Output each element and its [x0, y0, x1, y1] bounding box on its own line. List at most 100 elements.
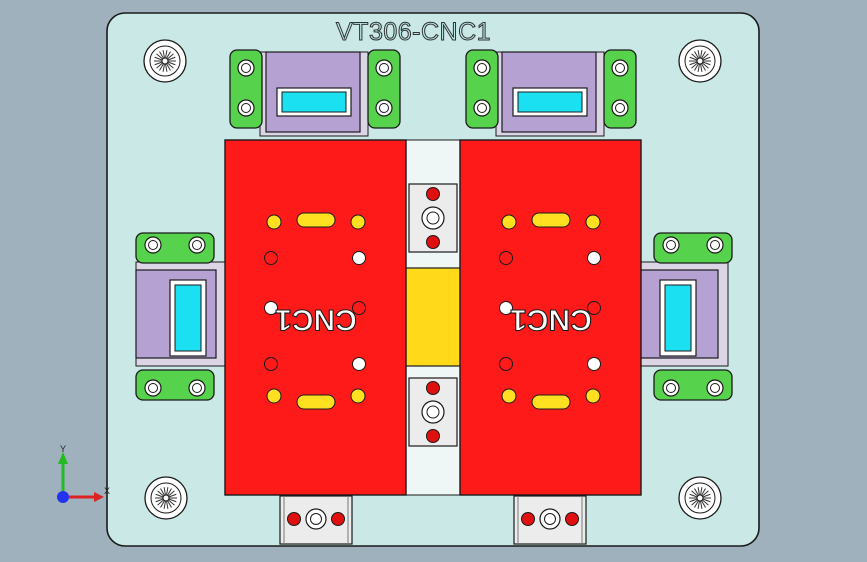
screw-knurl [155, 493, 164, 498]
pin-hole-icon [352, 301, 366, 315]
bushing-bore-icon [544, 513, 556, 525]
screw-knurl [167, 490, 175, 497]
side-clamp-left-window [174, 284, 202, 352]
screw-knurl [689, 493, 698, 498]
screw-knurl [697, 500, 700, 509]
screw-knurl [167, 499, 175, 506]
screw-knurl [166, 487, 169, 496]
bolt-bore-icon [615, 63, 625, 73]
screw-knurl [166, 51, 171, 59]
screw-knurl [701, 53, 709, 60]
screw-knurl [697, 63, 700, 72]
pin-hole-icon [585, 214, 601, 230]
red-plate-1 [224, 139, 407, 496]
screw-knurl [154, 56, 163, 61]
screw-knurl [157, 490, 165, 497]
pin-hole-icon [287, 512, 301, 526]
screw-knurl [697, 50, 700, 59]
bolt-bore-icon [241, 103, 251, 113]
pin-hole-icon [264, 301, 278, 315]
screw-knurl [167, 61, 176, 66]
pin-hole-icon [352, 357, 366, 371]
screw-knurl [702, 56, 711, 61]
bolt-bore-icon [615, 103, 625, 113]
pin-hole-icon [426, 187, 440, 201]
top-clamp-left-window [281, 91, 347, 113]
bolt-bore-icon [379, 63, 389, 73]
screw-knurl [165, 63, 168, 72]
pin-hole-icon [499, 301, 513, 315]
screw-center [162, 494, 170, 502]
slot-hole-icon [531, 212, 571, 228]
screw-knurl [155, 498, 164, 503]
screw-knurl [689, 498, 698, 503]
screw-knurl [168, 498, 177, 503]
screw-knurl [166, 53, 174, 60]
screw-knurl [701, 490, 709, 497]
screw-knurl [166, 63, 171, 71]
bolt-bore-icon [148, 240, 158, 250]
screw-knurl [700, 487, 703, 496]
screw-knurl [163, 500, 166, 509]
screw-knurl [694, 51, 699, 59]
screw-knurl [166, 62, 174, 69]
pin-hole-icon [499, 357, 513, 371]
bushing-bore-icon [310, 513, 322, 525]
pin-hole-icon [501, 214, 517, 230]
bolt-bore-icon [710, 240, 720, 250]
slot-hole-icon [531, 394, 571, 410]
screw-knurl [154, 61, 163, 66]
bolt-bore-icon [241, 63, 251, 73]
pin-hole-icon [426, 235, 440, 249]
screw-knurl [160, 500, 165, 508]
screw-knurl [700, 63, 703, 72]
screw-knurl [701, 51, 706, 59]
screw-knurl [701, 62, 709, 69]
pin-hole-icon [350, 214, 366, 230]
pin-hole-icon [501, 388, 517, 404]
screw-knurl [167, 500, 172, 508]
z-axis-dot [57, 491, 69, 503]
screw-knurl [701, 499, 709, 506]
pin-hole-icon [521, 512, 535, 526]
center-block [404, 267, 462, 367]
screw-knurl [167, 488, 172, 496]
screw-knurl [156, 62, 164, 69]
screw-knurl [702, 498, 711, 503]
pin-hole-icon [266, 214, 282, 230]
bushing-bore-icon [426, 211, 440, 225]
screw-knurl [163, 487, 166, 496]
y-axis-arrowhead [58, 452, 68, 464]
pin-hole-icon [499, 251, 513, 265]
screw-center [161, 57, 169, 65]
bolt-bore-icon [192, 383, 202, 393]
bolt-bore-icon [192, 240, 202, 250]
pin-hole-icon [264, 357, 278, 371]
screw-knurl [694, 500, 699, 508]
pin-hole-icon [331, 512, 345, 526]
screw-knurl [168, 493, 177, 498]
pin-hole-icon [587, 357, 601, 371]
screw-knurl [694, 488, 699, 496]
red-plate-2 [459, 139, 642, 496]
bolt-bore-icon [379, 103, 389, 113]
bushing-bore-icon [426, 405, 440, 419]
part-title: VT306-CNC1 [336, 18, 492, 47]
screw-knurl [156, 53, 164, 60]
axis-triad-icon: YX [57, 444, 110, 503]
screw-knurl [702, 61, 711, 66]
screw-knurl [689, 61, 698, 66]
screw-knurl [691, 490, 699, 497]
screw-knurl [160, 488, 165, 496]
pin-hole-icon [565, 512, 579, 526]
pin-hole-icon [426, 429, 440, 443]
screw-center [696, 57, 704, 65]
x-axis-arrowhead [94, 492, 104, 502]
pin-hole-icon [264, 251, 278, 265]
screw-knurl [159, 51, 164, 59]
bolt-bore-icon [666, 240, 676, 250]
side-clamp-right-window [664, 284, 692, 352]
top-clamp-right-window [517, 91, 583, 113]
